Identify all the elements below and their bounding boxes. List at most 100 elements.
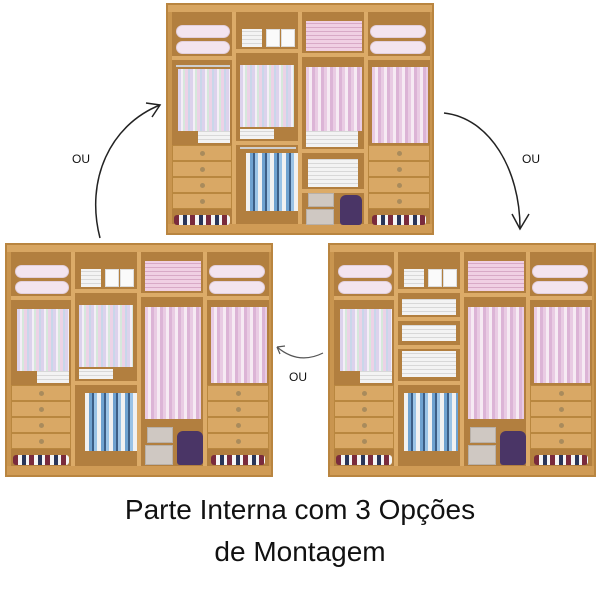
storage-box	[428, 269, 442, 287]
folded-clothes	[468, 261, 524, 291]
folded-clothes	[402, 299, 456, 315]
folded-towels	[81, 269, 101, 287]
folded-clothes	[145, 261, 201, 291]
shelf	[398, 289, 460, 293]
shelf	[334, 296, 394, 300]
pillow	[370, 41, 426, 54]
drawer[interactable]	[334, 433, 394, 449]
drawer[interactable]	[530, 401, 592, 417]
shelf	[398, 317, 460, 321]
hanging-shirts	[240, 65, 294, 127]
shoes	[534, 455, 588, 465]
divider	[232, 12, 236, 224]
drawer[interactable]	[11, 385, 71, 401]
storage-box	[120, 269, 134, 287]
pillow	[338, 265, 392, 278]
wardrobe-top-panel	[7, 245, 271, 252]
drawer[interactable]	[172, 145, 232, 161]
hanging-shirts	[17, 309, 69, 371]
drawer[interactable]	[530, 385, 592, 401]
wardrobe-option-top	[166, 3, 434, 235]
storage-box	[266, 29, 280, 47]
shelf	[236, 49, 298, 53]
pillow	[176, 41, 230, 54]
shelf	[368, 56, 430, 60]
shoes	[13, 455, 69, 465]
folded-clothes	[360, 371, 392, 383]
wardrobe-base	[7, 466, 271, 475]
divider	[203, 252, 207, 466]
storage-box	[145, 445, 173, 465]
drawer[interactable]	[11, 417, 71, 433]
drawer[interactable]	[11, 401, 71, 417]
hanging-long-garments	[468, 307, 524, 419]
divider	[71, 252, 75, 466]
wardrobe-option-right	[328, 243, 596, 477]
shoes	[174, 215, 230, 225]
shelf	[207, 296, 269, 300]
hanging-rod	[240, 147, 296, 149]
pillow	[15, 265, 69, 278]
divider	[526, 252, 530, 466]
storage-box	[281, 29, 295, 47]
storage-box	[147, 427, 173, 443]
drawer[interactable]	[368, 193, 430, 209]
drawer[interactable]	[172, 193, 232, 209]
drawer[interactable]	[207, 417, 269, 433]
shelf	[172, 56, 232, 60]
divider	[137, 252, 141, 466]
shelf	[141, 293, 203, 297]
drawer[interactable]	[530, 417, 592, 433]
folded-towels	[308, 159, 358, 187]
hanging-shirts	[79, 305, 133, 367]
divider	[298, 12, 302, 224]
drawer[interactable]	[368, 161, 430, 177]
drawer[interactable]	[368, 177, 430, 193]
divider	[394, 252, 398, 466]
shelf	[302, 189, 364, 193]
drawer[interactable]	[207, 401, 269, 417]
drawer[interactable]	[334, 417, 394, 433]
drawer[interactable]	[11, 433, 71, 449]
hanging-shirts	[306, 67, 362, 131]
folded-clothes	[402, 351, 456, 377]
pillow	[209, 265, 265, 278]
drawer[interactable]	[530, 433, 592, 449]
folded-towels	[242, 29, 262, 47]
shoes	[372, 215, 426, 225]
hanging-shirts	[211, 307, 267, 383]
caption-line-2: de Montagem	[214, 536, 386, 567]
storage-box	[443, 269, 457, 287]
folded-clothes	[240, 129, 274, 139]
folded-clothes	[198, 131, 230, 143]
hanging-long-garments	[145, 307, 201, 419]
pillow	[532, 265, 588, 278]
shelf	[236, 141, 298, 145]
drawer[interactable]	[172, 177, 232, 193]
drawer[interactable]	[334, 401, 394, 417]
handbag	[177, 431, 203, 465]
shelf	[398, 345, 460, 349]
hanging-jeans-shirts	[246, 153, 298, 211]
shelf	[302, 53, 364, 57]
drawer[interactable]	[207, 433, 269, 449]
folded-clothes	[402, 325, 456, 341]
folded-clothes	[37, 371, 69, 383]
shelf	[302, 149, 364, 153]
hanging-jeans-shirts	[404, 393, 458, 451]
folded-towels	[404, 269, 424, 287]
drawer[interactable]	[172, 161, 232, 177]
shoes	[211, 455, 265, 465]
shelf	[75, 381, 137, 385]
hanging-shirts	[340, 309, 392, 371]
hanging-jeans-shirts	[85, 393, 137, 451]
drawer[interactable]	[368, 145, 430, 161]
drawer[interactable]	[207, 385, 269, 401]
pillow	[532, 281, 588, 294]
shelf	[75, 289, 137, 293]
handbag	[500, 431, 526, 465]
wardrobe-base	[330, 466, 594, 475]
drawer[interactable]	[334, 385, 394, 401]
or-label-left: OU	[72, 152, 90, 166]
